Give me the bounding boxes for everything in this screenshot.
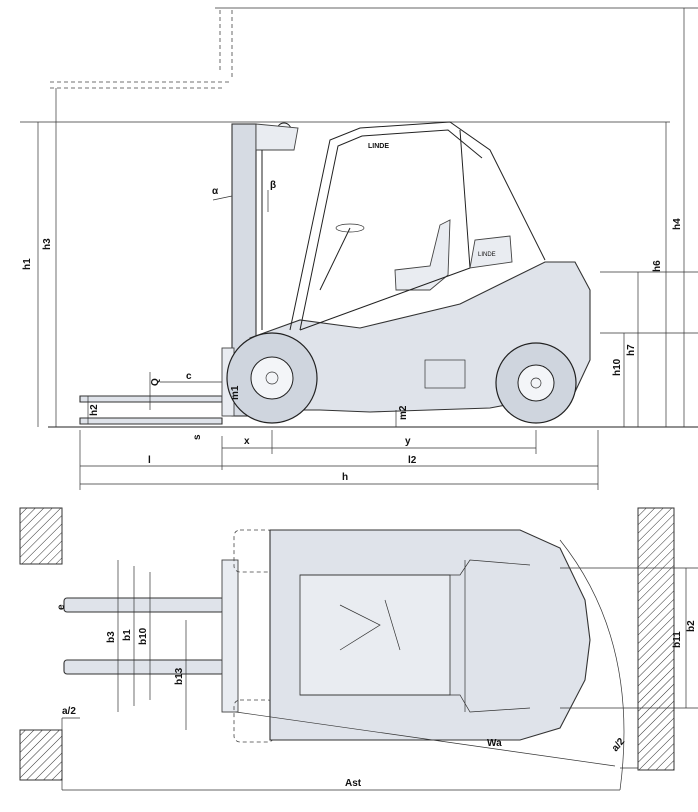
side-view: h1 h3 h4 h6 h7 h10 h2 c Q s α β xyxy=(20,7,698,490)
label-x: x xyxy=(244,436,250,447)
carriage-top xyxy=(221,559,239,713)
fork-lower xyxy=(79,417,223,425)
label-m1: m1 xyxy=(230,385,241,400)
rear-wheel-center xyxy=(530,377,542,389)
label-b1: b1 xyxy=(122,629,133,641)
label-b11: b11 xyxy=(672,631,683,648)
label-b3: b3 xyxy=(106,631,117,643)
fork-top xyxy=(63,597,225,613)
label-l: l xyxy=(148,455,151,466)
front-wheel-right-dashed xyxy=(233,699,275,743)
cab-plate-text: LINDE xyxy=(478,252,496,258)
top-view: e b3 b1 b10 b13 b11 b2 Wa a/2 xyxy=(19,507,698,791)
label-h7: h7 xyxy=(626,344,637,356)
fork-bottom xyxy=(63,659,225,675)
label-Ast: Ast xyxy=(345,778,362,789)
cab-frame xyxy=(289,121,546,331)
alpha-tilt-line xyxy=(212,195,233,201)
label-h: h xyxy=(342,472,348,483)
label-h10: h10 xyxy=(612,358,623,376)
label-Q: Q xyxy=(150,378,161,386)
turning-arc xyxy=(559,539,625,791)
wall-top-left xyxy=(19,507,63,565)
cab-frame-inner xyxy=(299,129,483,331)
driver-seat xyxy=(394,219,451,291)
floor-detail xyxy=(339,599,401,651)
mast-head xyxy=(255,123,299,151)
wall-right xyxy=(637,507,675,771)
label-h2: h2 xyxy=(89,404,100,416)
front-wheel-center xyxy=(265,371,279,385)
label-a-half-left: a/2 xyxy=(62,706,76,717)
label-y: y xyxy=(405,436,411,447)
label-c: c xyxy=(186,371,192,382)
cab-logo-text: LINDE xyxy=(368,143,389,150)
label-Wa: Wa xyxy=(487,738,502,749)
wall-bottom-left xyxy=(19,729,63,781)
label-e: e xyxy=(56,604,67,610)
label-beta: β xyxy=(270,180,276,191)
label-h1: h1 xyxy=(22,258,33,270)
label-b13: b13 xyxy=(174,667,185,685)
counterweight-plate xyxy=(469,235,513,269)
cab-rear-post xyxy=(459,129,471,269)
label-s: s xyxy=(192,434,203,440)
fork-upper xyxy=(79,395,223,403)
steering-wheel xyxy=(335,223,365,233)
label-h3: h3 xyxy=(42,238,53,250)
wa-dim xyxy=(235,711,616,767)
label-b10: b10 xyxy=(138,627,149,645)
rear-wheel-hub xyxy=(517,364,555,402)
label-a-half-right: a/2 xyxy=(610,736,628,754)
label-h4: h4 xyxy=(672,218,683,230)
label-b2: b2 xyxy=(686,620,697,632)
steering-column xyxy=(319,227,351,291)
front-wheel-left-dashed xyxy=(233,529,275,573)
label-l2: l2 xyxy=(408,455,417,466)
chassis-beam xyxy=(299,267,471,331)
label-h6: h6 xyxy=(652,260,663,272)
cab-floor xyxy=(299,574,451,696)
label-alpha: α xyxy=(212,186,219,197)
side-panel xyxy=(424,359,466,389)
front-wheel-hub xyxy=(250,356,294,400)
label-m2: m2 xyxy=(398,405,409,420)
